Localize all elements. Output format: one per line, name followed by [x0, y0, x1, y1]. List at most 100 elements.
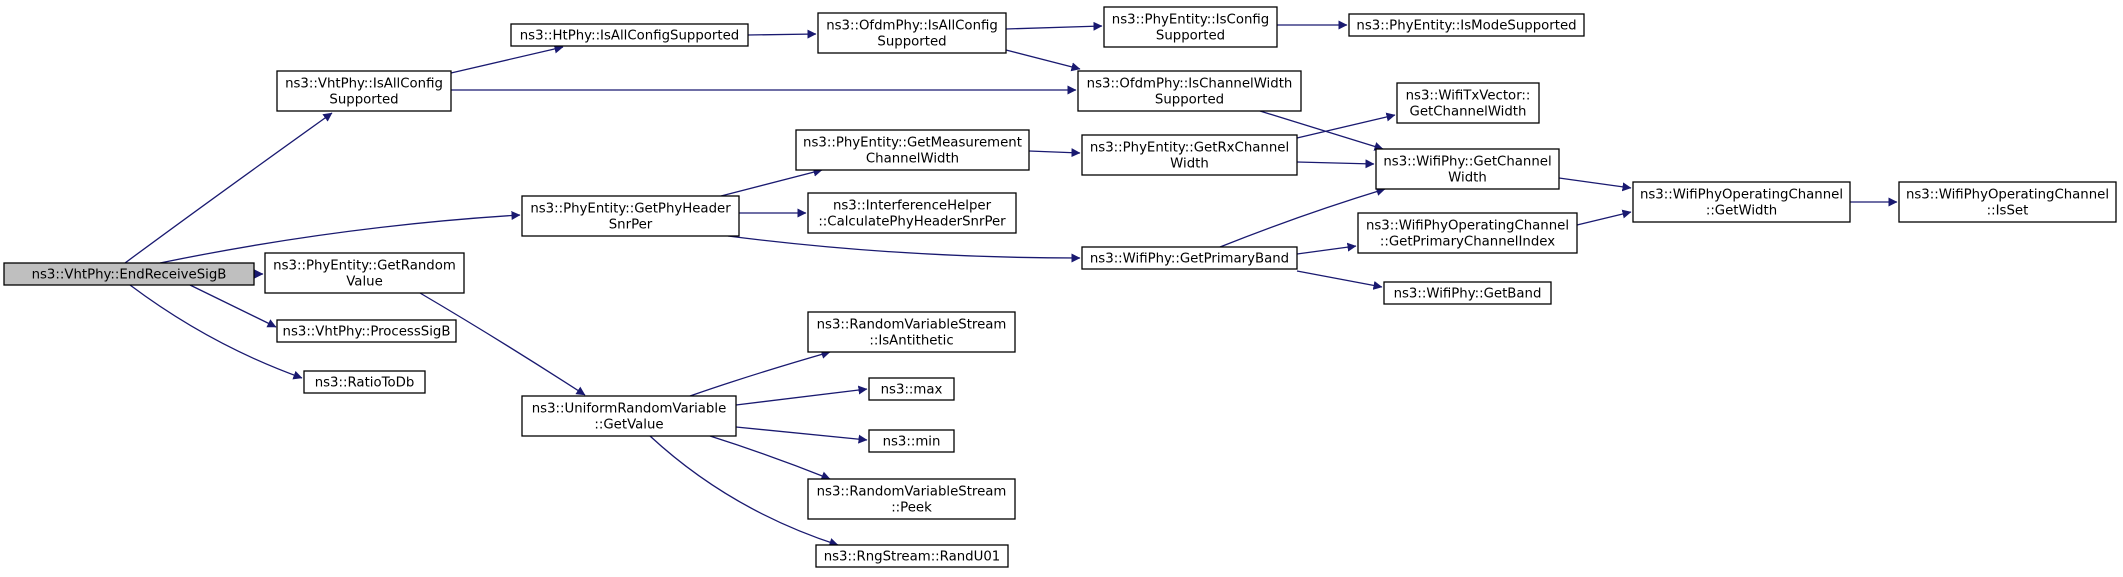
edge-urv_getvalue-to-max [735, 385, 868, 406]
edge-pe_getrxchannel-to-txv_getchannel [1296, 112, 1396, 139]
node-box [1077, 70, 1302, 112]
node-box [303, 370, 426, 394]
node-box [815, 544, 1009, 568]
node-box [1632, 181, 1851, 223]
node-box [868, 429, 955, 453]
edge-vht_isallconfig-to-ht_isallconfig [450, 44, 564, 74]
node-ratiotodb[interactable]: ns3::RatioToDb [303, 370, 426, 394]
node-box [1383, 281, 1552, 305]
node-label: ns3::VhtPhy::ProcessSigB [283, 325, 451, 340]
edge-urv_getvalue-to-rng_randu01 [649, 435, 839, 547]
node-wp-getprimary[interactable]: ns3::WifiPhy::GetPrimaryBand [1081, 246, 1298, 270]
node-label: ns3::WifiPhyOperatingChannel::GetWidth [1640, 188, 1843, 219]
node-ih-calc[interactable]: ns3::InterferenceHelper::CalculatePhyHea… [807, 192, 1017, 234]
node-box [521, 195, 740, 237]
node-label: ns3::RandomVariableStream::IsAntithetic [817, 318, 1007, 349]
node-label: ns3::WifiPhy::GetBand [1394, 287, 1542, 302]
edge-ht_isallconfig-to-ofdm_isallconfig [747, 29, 817, 39]
node-label: ns3::VhtPhy::EndReceiveSigB [32, 268, 227, 283]
node-txv-getchannel[interactable]: ns3::WifiTxVector::GetChannelWidth [1396, 82, 1540, 124]
node-box [1081, 246, 1298, 270]
node-label: ns3::min [883, 435, 941, 450]
node-rvs-isantithetic[interactable]: ns3::RandomVariableStream::IsAntithetic [807, 311, 1016, 353]
edge-ofdm_ischannelwidth-to-wp_getchannel [1259, 110, 1384, 151]
node-box [276, 70, 452, 112]
edge-urv_getvalue-to-min [735, 426, 868, 444]
node-label: ns3::UniformRandomVariable::GetValue [532, 402, 727, 433]
node-urv-getvalue[interactable]: ns3::UniformRandomVariable::GetValue [521, 395, 737, 437]
edge-wp_getprimary-to-wp_getchannel [1219, 187, 1386, 248]
node-label: ns3::RngStream::RandU01 [824, 550, 1001, 565]
node-box [3, 262, 255, 286]
nodes-layer: ns3::VhtPhy::EndReceiveSigBns3::VhtPhy::… [3, 6, 2117, 568]
edge-wp_getchannel-to-woc_getwidth [1558, 177, 1632, 192]
node-box [1898, 181, 2117, 223]
node-box [1375, 148, 1560, 190]
node-box [510, 23, 749, 47]
node-label: ns3::PhyEntity::IsModeSupported [1356, 19, 1576, 34]
node-label: ns3::RatioToDb [315, 376, 415, 391]
node-rng-randu01[interactable]: ns3::RngStream::RandU01 [815, 544, 1009, 568]
node-min[interactable]: ns3::min [868, 429, 955, 453]
edge-root-to-vht_processsigb [189, 284, 277, 328]
node-ht-isallconfig[interactable]: ns3::HtPhy::IsAllConfigSupported [510, 23, 749, 47]
edge-pe_getmeasurement-to-pe_getrxchannel [1028, 148, 1081, 158]
node-box [1103, 6, 1278, 48]
node-woc-getprimaryidx[interactable]: ns3::WifiPhyOperatingChannel::GetPrimary… [1357, 212, 1578, 254]
node-label: ns3::WifiPhy::GetPrimaryBand [1090, 252, 1289, 267]
edge-root-to-ratiotodb [129, 284, 303, 380]
node-woc-getwidth[interactable]: ns3::WifiPhyOperatingChannel::GetWidth [1632, 181, 1851, 223]
node-max[interactable]: ns3::max [868, 377, 955, 401]
edge-root-to-vht_isallconfig [124, 112, 333, 264]
edge-woc_getprimaryidx-to-woc_getwidth [1576, 209, 1632, 226]
edge-pe_getphyheader-to-pe_getmeasurement [720, 167, 823, 197]
node-box [521, 395, 737, 437]
node-box [264, 252, 465, 294]
edge-pe_getphyheader-to-wp_getprimary [727, 235, 1081, 263]
edge-wp_getprimary-to-woc_getprimaryidx [1296, 242, 1357, 255]
node-box [807, 311, 1016, 353]
node-box [276, 319, 457, 343]
node-box [795, 129, 1030, 171]
edge-urv_getvalue-to-rvs_peek [709, 435, 831, 481]
node-box [868, 377, 955, 401]
node-label: ns3::WifiPhyOperatingChannel::IsSet [1906, 188, 2109, 219]
node-wp-getband[interactable]: ns3::WifiPhy::GetBand [1383, 281, 1552, 305]
edge-urv_getvalue-to-rvs_isantithetic [689, 350, 831, 397]
edge-root-to-pe_getphyheader [159, 211, 521, 264]
node-box [817, 12, 1007, 54]
edge-pe_getrxchannel-to-wp_getchannel [1296, 159, 1375, 169]
edge-ofdm_isallconfig-to-pe_isconfig [1005, 21, 1103, 31]
node-pe-ismode[interactable]: ns3::PhyEntity::IsModeSupported [1348, 13, 1585, 37]
node-vht-processsigb[interactable]: ns3::VhtPhy::ProcessSigB [276, 319, 457, 343]
node-label: ns3::RandomVariableStream::Peek [817, 485, 1007, 516]
node-root[interactable]: ns3::VhtPhy::EndReceiveSigB [3, 262, 255, 286]
node-box [1348, 13, 1585, 37]
edge-pe_getrandom-to-urv_getvalue [419, 292, 586, 396]
node-box [1357, 212, 1578, 254]
edges-layer [124, 20, 1898, 547]
edge-wp_getprimary-to-wp_getband [1296, 270, 1383, 290]
node-rvs-peek[interactable]: ns3::RandomVariableStream::Peek [807, 478, 1016, 520]
node-woc-isset[interactable]: ns3::WifiPhyOperatingChannel::IsSet [1898, 181, 2117, 223]
node-box [807, 478, 1016, 520]
node-label: ns3::HtPhy::IsAllConfigSupported [520, 29, 739, 44]
